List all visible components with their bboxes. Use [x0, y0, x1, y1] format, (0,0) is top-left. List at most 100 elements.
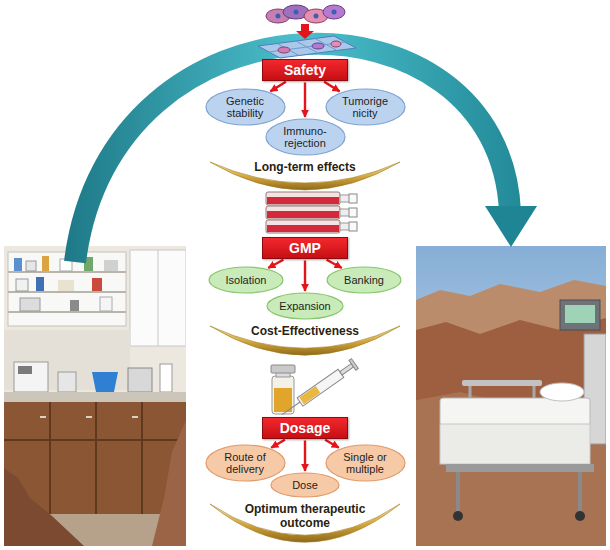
cell-sheet-image — [269, 42, 345, 52]
laboratory-photo — [100, 297, 112, 311]
vial-syringe-image — [297, 369, 344, 406]
vial-syringe-image — [279, 359, 359, 420]
red-arrow — [304, 441, 306, 472]
curved-progress-arrow — [485, 206, 537, 247]
outcome-band: Cost-Effectiveness — [210, 324, 400, 358]
hospital-bed-photo — [440, 398, 590, 426]
laboratory-photo — [16, 279, 28, 291]
criterion-label: Tumorige nicity — [338, 95, 392, 119]
red-arrow — [304, 261, 306, 292]
outcome-band: Optimum therapeutic outcome — [210, 502, 400, 545]
hospital-bed-photo — [416, 246, 606, 546]
cell-sheet-image — [294, 10, 299, 15]
hospital-bed-photo — [446, 464, 594, 472]
cell-sheet-image — [331, 41, 341, 47]
cell-sheet-image — [277, 44, 299, 56]
laboratory-photo — [18, 366, 32, 374]
criterion-label: Dose — [292, 479, 318, 491]
laboratory-photo — [92, 278, 102, 291]
laboratory-photo — [20, 298, 40, 311]
culture-flasks-image — [266, 206, 340, 219]
criterion-ellipse-fill — [267, 293, 343, 319]
criterion-label: Banking — [344, 274, 384, 286]
outcome-band: Long-term effects — [210, 160, 400, 192]
culture-flasks-image — [267, 197, 339, 204]
heading-label: Dosage — [280, 420, 331, 436]
cell-sheet-image — [312, 43, 324, 49]
culture-flasks-image — [266, 192, 340, 205]
cell-sheet-image — [258, 36, 356, 58]
hospital-bed-photo — [469, 386, 472, 398]
red-arrow — [268, 260, 283, 268]
criterion-ellipse: Genetic stability — [205, 88, 286, 126]
red-arrow — [304, 83, 306, 118]
culture-flasks-image — [267, 225, 339, 232]
laboratory-photo — [4, 402, 186, 514]
criterion-ellipse: Tumorige nicity — [325, 88, 406, 126]
curved-progress-arrow — [75, 44, 537, 262]
culture-flasks-image — [266, 220, 340, 233]
criterion-ellipse-fill — [206, 89, 285, 125]
laboratory-photo — [49, 402, 51, 514]
criterion-ellipse: Dose — [270, 472, 340, 498]
criterion-ellipse-fill — [271, 473, 339, 497]
laboratory-photo — [36, 277, 44, 291]
laboratory-photo — [4, 246, 186, 546]
laboratory-photo — [4, 392, 186, 402]
hospital-bed-photo — [453, 511, 463, 521]
cell-sheet-image — [276, 14, 281, 19]
criterion-label: Isolation — [226, 274, 267, 286]
cell-sheet-image — [314, 14, 319, 19]
hospital-bed-photo — [575, 511, 585, 521]
cell-sheet-image — [296, 24, 314, 39]
hospital-bed-photo — [440, 424, 590, 464]
vial-syringe-image — [340, 364, 354, 375]
heading-box: Safety — [262, 59, 348, 81]
outcome-label: Optimum therapeutic outcome — [230, 502, 380, 530]
hospital-bed-photo — [456, 472, 460, 512]
vial-syringe-image — [349, 359, 358, 371]
vial-syringe-image — [271, 365, 295, 373]
laboratory-photo — [128, 368, 152, 392]
hospital-bed-photo — [578, 472, 582, 512]
culture-flasks-image — [349, 208, 357, 217]
vial-syringe-image — [282, 402, 300, 415]
laboratory-photo — [86, 416, 92, 418]
criterion-ellipse-fill — [209, 267, 283, 293]
laboratory-photo — [104, 260, 118, 271]
laboratory-photo — [130, 250, 186, 346]
laboratory-photo — [160, 364, 172, 392]
laboratory-photo — [4, 246, 186, 546]
red-arrow — [271, 440, 285, 448]
red-arrow — [327, 260, 342, 268]
laboratory-photo — [8, 252, 126, 326]
criterion-ellipse: Banking — [326, 266, 402, 294]
culture-flasks-image — [349, 194, 357, 203]
laboratory-photo — [4, 439, 186, 441]
criterion-ellipse: Immuno- rejection — [265, 118, 346, 156]
laboratory-photo — [92, 372, 118, 392]
criterion-ellipse-fill — [326, 89, 405, 125]
criterion-label: Immuno- rejection — [278, 125, 332, 149]
hospital-bed-photo — [565, 305, 595, 323]
criterion-ellipse: Route of delivery — [205, 444, 286, 482]
vial-syringe-image — [274, 388, 292, 412]
outcome-label: Long-term effects — [230, 160, 380, 174]
criterion-label: Single or multiple — [338, 451, 392, 475]
laboratory-photo — [58, 372, 76, 392]
criterion-label: Expansion — [279, 300, 330, 312]
laboratory-photo — [14, 362, 48, 392]
laboratory-photo — [152, 420, 186, 546]
criterion-label: Genetic stability — [218, 95, 272, 119]
vial-syringe-image — [271, 359, 358, 420]
outcome-label: Cost-Effectiveness — [230, 324, 380, 338]
curved-progress-arrow — [75, 44, 510, 262]
vial-syringe-image — [299, 386, 320, 404]
laboratory-photo — [95, 402, 97, 514]
culture-flasks-image — [349, 222, 357, 231]
heading-box: Dosage — [262, 417, 348, 439]
heading-label: GMP — [289, 240, 321, 256]
criterion-ellipse-fill — [326, 445, 405, 481]
criterion-ellipse: Expansion — [266, 292, 344, 320]
